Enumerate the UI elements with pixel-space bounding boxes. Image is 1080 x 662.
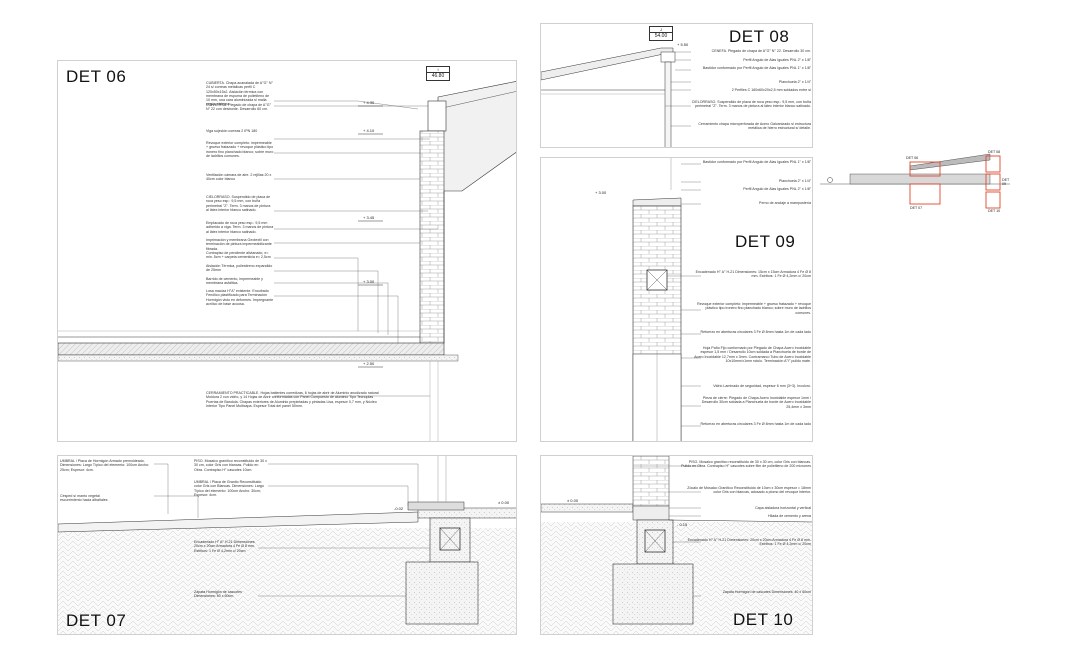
det-07-note: UMBRAL / Placa de Granito Reconstituido … [194, 480, 264, 497]
key-plan: DET 06 DET 07 DET 08 DET 09 DET 10 [820, 150, 1010, 220]
key-label-det-08: DET 08 [988, 150, 1001, 154]
det-06-title: DET 06 [66, 67, 127, 86]
det-09-note: Bastidor conformado por Perfil Angulo de… [702, 160, 811, 164]
det-10-title: DET 10 [733, 610, 794, 629]
det-07-title: DET 07 [66, 611, 127, 630]
level-mark: + 4.10 [363, 128, 375, 133]
det-07-note: Zapata Hormigón de cascotes Dimensiones:… [194, 590, 242, 599]
det-06-drawing [58, 81, 516, 441]
det-07-note: PISO. Mosaico granítico reconstituido de… [194, 459, 267, 472]
panel-det-09: DET 09 + 3.00 Bastidor conformado por Pe… [540, 157, 813, 442]
key-label-det-07: DET 07 [910, 206, 923, 210]
det-09-note: Refuerzo en aberturas circulares 3 Fe Ø … [700, 422, 811, 426]
det-07-note: Encadenado H° A° H-21 Dimensiones: 20cm … [194, 540, 256, 553]
level-mark: -0.02 [394, 506, 404, 511]
det-07-drawing [58, 456, 516, 634]
det-08-note: CENEFA. Plegado de chapa de A°G° N° 22. … [711, 49, 811, 53]
det-09-note: Hoja Paño Fijo conformado por Plegado de… [694, 346, 811, 363]
det-06-note: Ventilación cámara de aire. 2 rejillas 2… [206, 173, 272, 182]
level-mark: + 3.00 [595, 190, 607, 195]
level-mark: + 2.50 [363, 361, 375, 366]
det-09-note: Perfil Angulo de Alas Iguales PNL 2" x 1… [743, 187, 811, 191]
det-06-tag-value: 46.80 [431, 73, 445, 79]
det-06-note: Barrido de cemento, impermeable y membra… [206, 277, 263, 286]
panel-det-06: DET 06 I 46.80 + 4.30 + 4.10 + 3.45 + 3.… [57, 60, 517, 442]
det-08-note: 2 Perfiles C 160x60x20x2,5 mm soldados e… [731, 88, 811, 92]
key-label-det-09: DET 09 [1002, 178, 1010, 186]
det-08-note: Bastidor conformado por Perfil Angulo de… [702, 66, 811, 70]
det-08-tag-value: 54.00 [654, 33, 668, 39]
det-06-note: Imprimación y membrana Geotextil con ter… [206, 238, 272, 251]
det-10-note: Encadenado H° A° H-21 Dimensiones: 20cm … [687, 538, 811, 547]
det-07-note: Césped s/ manto vegetal escurrimiento ha… [60, 494, 108, 503]
key-label-det-10: DET 10 [988, 209, 1001, 213]
det-08-note: Cerramiento chapa microperforada de Acer… [698, 122, 811, 131]
det-06-note: Losa maciza H°A° existente. Encofrado Fe… [206, 289, 274, 306]
level-mark: ± 0.00 [498, 500, 510, 505]
level-mark: + 3.00 [363, 279, 375, 284]
det-09-note: Pieza de cierre: Plegado de Chapa Acero … [701, 396, 811, 409]
det-06-note: Aislación Térmica, poliestireno expandid… [206, 264, 273, 273]
panel-det-07: UMBRAL / Placa de Hormigón Armado premol… [57, 455, 517, 635]
key-label-det-06: DET 06 [906, 156, 919, 160]
det-09-note: Planchuela 2" x 1/4" [778, 179, 811, 183]
level-mark: + 5.50 [677, 42, 689, 47]
det-06-section-tag: I 46.80 [426, 66, 450, 81]
det-09-drawing [632, 158, 701, 441]
det-08-drawing [541, 47, 691, 147]
det-08-note: Planchuela 2" x 1/4" [778, 80, 811, 84]
level-mark: - 0.15 [677, 522, 688, 527]
det-09-note: Refuerzo en aberturas circulares 3 Fe Ø … [700, 330, 811, 334]
det-06-note: Contrapiso de pendiente alivianado, e= m… [206, 251, 271, 260]
det-10-note: Zapata Hormigón de cascotes Dimensiones:… [722, 590, 811, 594]
level-mark: + 3.45 [363, 215, 375, 220]
det-06-note: Revoque exterior completo: impermeable +… [206, 141, 274, 158]
det-09-note: Revoque exterior completo: impermeable +… [697, 302, 811, 315]
det-06-note: Emplacado de roca yeso esp.: 9,5 mm adhe… [206, 221, 274, 234]
panel-det-08: DET 08 J 54.00 + 5.50 CENEFA. Plegado de… [540, 23, 813, 148]
det-08-section-tag: J 54.00 [649, 26, 673, 41]
level-mark: ± 0.00 [567, 498, 579, 503]
det-09-title: DET 09 [735, 232, 796, 251]
det-09-note: Perno de anclaje a mampostería [759, 201, 811, 205]
det-10-note: PISO. Mosaico granítico reconstituido de… [681, 460, 811, 469]
det-08-title: DET 08 [729, 27, 790, 46]
panel-det-10: PISO. Mosaico granítico reconstituido de… [540, 455, 813, 635]
det-09-note: Vidrio Laminado de seguridad, espesor 6 … [713, 384, 811, 388]
det-07-note: UMBRAL / Placa de Hormigón Armado premol… [60, 459, 150, 472]
det-09-note: Encadenado H° A° H-21 Dimensiones: 15cm … [695, 270, 811, 279]
level-mark: + 4.30 [363, 100, 375, 105]
det-10-note: Hilada de cemento y arena [768, 514, 811, 518]
det-10-drawing [541, 456, 812, 634]
det-08-tag-letter: J [650, 27, 672, 33]
det-06-note: Viga sujeción correas 2 IPN 180 [206, 129, 258, 133]
det-08-note: Perfil Angulo de Alas Iguales PNL 2" x 1… [743, 58, 811, 62]
det-06-note: CONVERSA. Plegado de chapa de A°G° N° 22… [206, 103, 272, 112]
det-10-note: Capa aisladora horizontal y vertical [755, 506, 811, 510]
det-08-note: CIELORRASO. Suspendido de placa de roca … [691, 100, 811, 109]
det-06-note: CUBIERTA. Chapa acanalada de A°G° N° 24 … [206, 81, 273, 107]
det-10-note: Zócalo de Mosaico Granítico Reconstituid… [687, 486, 811, 495]
key-plan-drawing [820, 153, 1010, 209]
det-06-note: CIELORRASO. Suspendido de placa de roca … [206, 195, 271, 212]
det-06-note: CERRAMIENTO PRACTICABLE. Hojas batientes… [206, 391, 379, 408]
det-06-tag-letter: I [427, 67, 449, 73]
